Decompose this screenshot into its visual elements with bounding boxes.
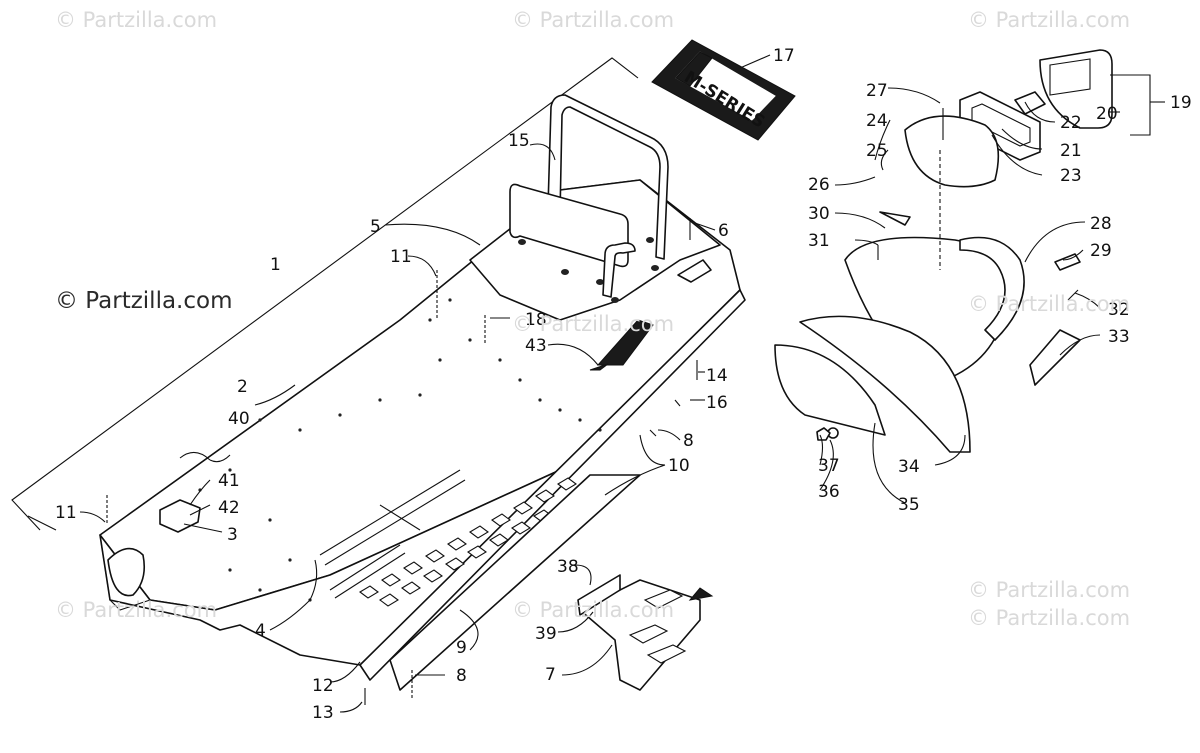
running-board-rail [359, 289, 746, 681]
callout-41: 41 [218, 471, 240, 491]
snow-flap [774, 344, 886, 436]
bracket-part [159, 499, 201, 533]
callout-3: 3 [227, 525, 238, 545]
callout-23: 23 [1060, 166, 1082, 186]
callout-33: 33 [1108, 327, 1130, 347]
small-trim [879, 211, 911, 226]
callout-10: 10 [668, 456, 690, 476]
taillight-cover [904, 115, 1000, 188]
callout-7: 7 [545, 665, 556, 685]
watermark: © Partzilla.com [968, 578, 1131, 602]
callout-21: 21 [1060, 141, 1082, 161]
snow-flap-inner [799, 315, 971, 453]
callout-31: 31 [808, 231, 830, 251]
callout-36: 36 [818, 482, 840, 502]
callout-28: 28 [1090, 214, 1112, 234]
callout-16: 16 [706, 393, 728, 413]
callout-8-lower: 8 [456, 666, 467, 686]
callout-4: 4 [255, 621, 266, 641]
cross-braces [319, 469, 466, 599]
watermark-label: © Partzilla.com [55, 288, 233, 314]
grab-handle [509, 94, 669, 298]
callout-25: 25 [866, 141, 888, 161]
watermark: © Partzilla.com [968, 292, 1131, 316]
side-decal [596, 319, 654, 366]
small-clip [1054, 253, 1081, 271]
callout-26: 26 [808, 175, 830, 195]
watermark: © Partzilla.com [55, 8, 218, 32]
callout-40: 40 [228, 409, 250, 429]
callout-6: 6 [718, 221, 729, 241]
watermark: © Partzilla.com [968, 8, 1131, 32]
grab-handle-cross [509, 183, 629, 268]
assembly-bracket-line [11, 57, 639, 531]
watermark: © Partzilla.com [55, 598, 218, 622]
callout-42: 42 [218, 498, 240, 518]
callout-24: 24 [866, 111, 888, 131]
callout-19: 19 [1170, 93, 1192, 113]
watermark: © Partzilla.com [512, 312, 675, 336]
callout-35: 35 [898, 495, 920, 515]
watermark: © Partzilla.com [968, 606, 1131, 630]
callout-1: 1 [270, 255, 281, 275]
callout-29: 29 [1090, 241, 1112, 261]
callout-27: 27 [866, 81, 888, 101]
callout-12: 12 [312, 676, 334, 696]
tunnel-rear-cutout [107, 547, 146, 597]
callout-30: 30 [808, 204, 830, 224]
callout-11-lower: 11 [55, 503, 77, 523]
callout-17: 17 [773, 46, 795, 66]
callout-13: 13 [312, 703, 334, 723]
rear-cluster [774, 49, 1113, 453]
callout-18: 18 [525, 310, 547, 330]
callout-32: 32 [1108, 300, 1130, 320]
m-series-decal [651, 39, 796, 141]
leader-lines [79, 54, 1165, 713]
callout-22: 22 [1060, 113, 1082, 133]
callout-43: 43 [525, 336, 547, 356]
bolt-32 [1067, 289, 1079, 301]
grab-handle-bar [547, 94, 669, 260]
skid-bracket [577, 574, 621, 616]
callout-37: 37 [818, 456, 840, 476]
callout-2: 2 [237, 377, 248, 397]
skid-plate-assembly [577, 574, 714, 691]
callout-14: 14 [706, 366, 728, 386]
callout-11-upper: 11 [390, 247, 412, 267]
callout-5: 5 [370, 217, 381, 237]
callout-labels: 1 2 3 4 5 6 7 8 8 9 10 11 11 12 13 14 15… [55, 46, 1192, 723]
callout-20: 20 [1096, 104, 1118, 124]
fasteners [106, 218, 698, 705]
callout-38: 38 [557, 557, 579, 577]
nut [816, 427, 831, 441]
watermark: © Partzilla.com [512, 598, 675, 622]
callout-15: 15 [508, 131, 530, 151]
watermark: © Partzilla.com [512, 8, 675, 32]
callout-39: 39 [535, 624, 557, 644]
callout-34: 34 [898, 457, 920, 477]
callout-9: 9 [456, 638, 467, 658]
callout-8-upper: 8 [683, 431, 694, 451]
traction-holes [359, 477, 577, 607]
clip-part [179, 451, 211, 461]
rear-tab [677, 259, 712, 283]
bumper-end-cap [1029, 329, 1081, 386]
bulb-socket [1014, 91, 1046, 115]
rear-bumper-bar [959, 236, 1025, 341]
